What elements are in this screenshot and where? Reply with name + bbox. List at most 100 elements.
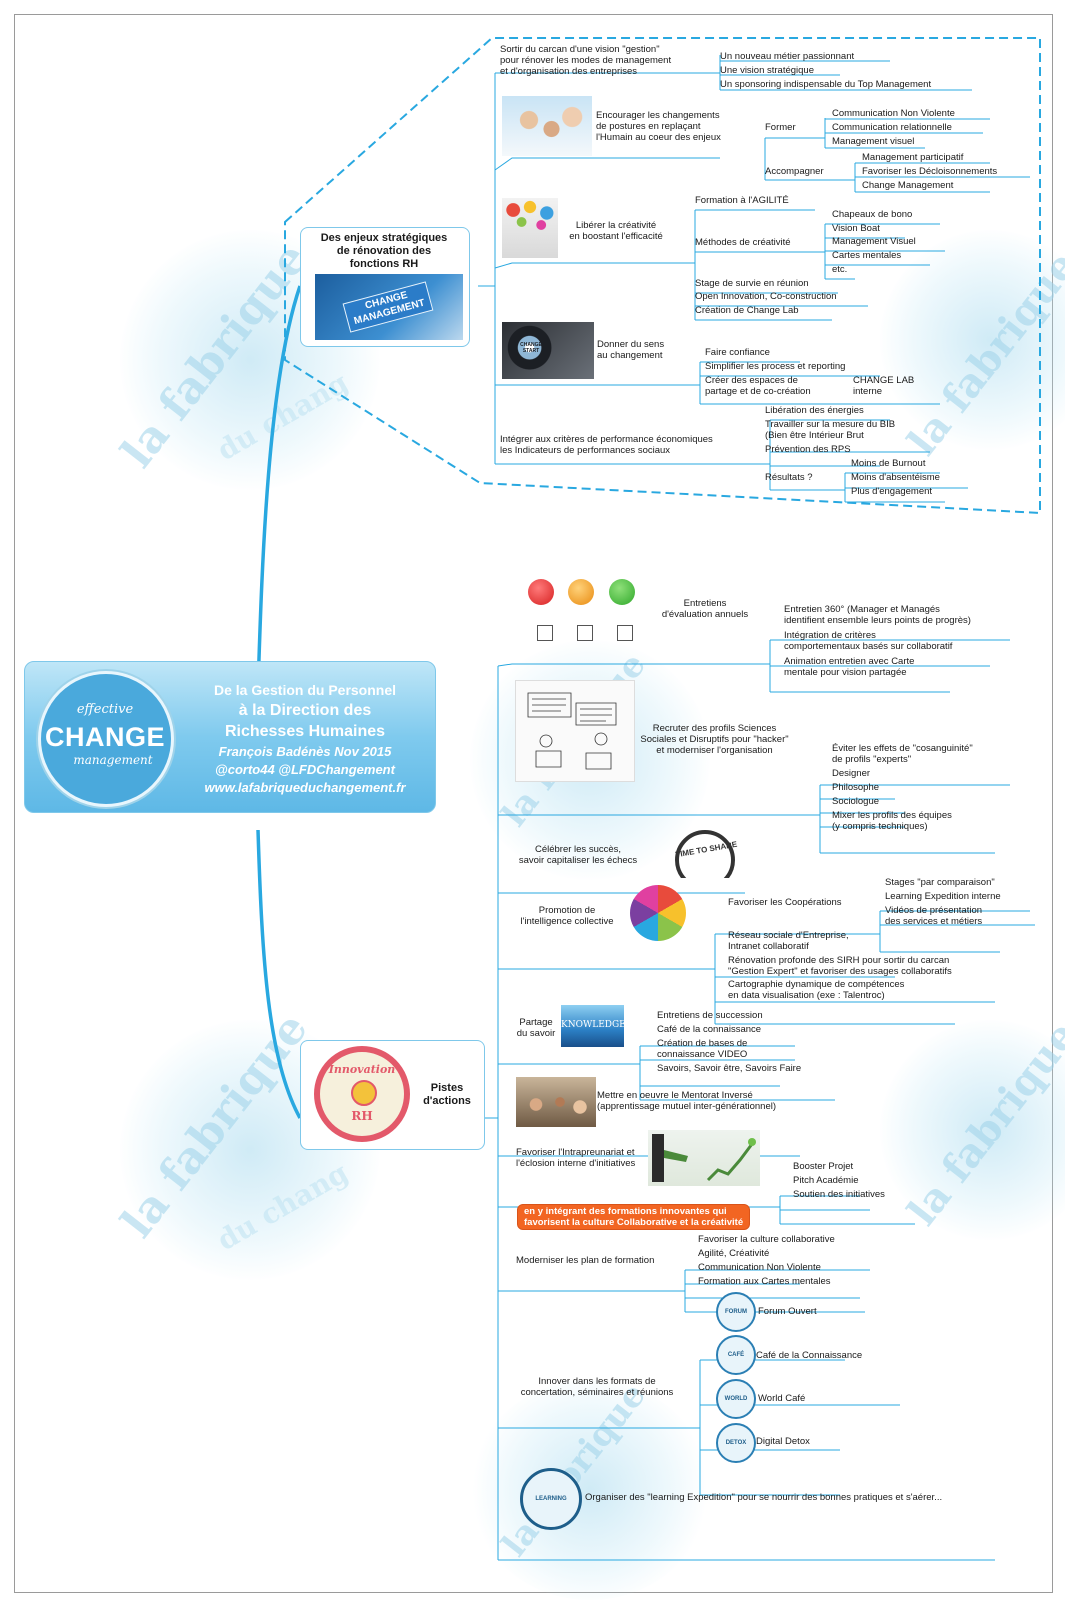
b2-promotion-rest3[interactable]: Cartographie dynamique de compétences en… bbox=[728, 979, 905, 1001]
b1-topic5-label[interactable]: Intégrer aux critères de performance éco… bbox=[500, 434, 713, 456]
b1-methode-child5[interactable]: etc. bbox=[832, 264, 848, 275]
b2-recruter-child2[interactable]: Designer bbox=[832, 768, 871, 779]
b1-methode-child3[interactable]: Management Visuel bbox=[832, 236, 916, 247]
b1-topic1-label[interactable]: Sortir du carcan d'une vision "gestion" … bbox=[500, 44, 672, 77]
logo-text-top: effective bbox=[76, 702, 134, 717]
b2-entretiens-child3[interactable]: Animation entretien avec Carte mentale p… bbox=[784, 656, 915, 678]
central-line3: Richesses Humaines bbox=[224, 723, 386, 740]
b2-promotion-rest2[interactable]: Rénovation profonde des SIRH pour sortir… bbox=[728, 955, 952, 977]
b2-moderniser-child2[interactable]: Agilité, Créativité bbox=[698, 1248, 770, 1259]
b2-recruter-child1[interactable]: Éviter les effets de "cosanguinité" de p… bbox=[832, 743, 973, 765]
b1-former-child2[interactable]: Communication relationnelle bbox=[832, 122, 952, 133]
b1-methode-child2[interactable]: Vision Boat bbox=[832, 223, 880, 234]
callout-formations[interactable]: en y intégrant des formations innovantes… bbox=[517, 1204, 751, 1230]
b1-accomp-child3[interactable]: Change Management bbox=[862, 180, 954, 191]
b1-former-child1[interactable]: Communication Non Violente bbox=[832, 108, 955, 119]
b2-partage-child2[interactable]: Café de la connaissance bbox=[657, 1024, 762, 1035]
checkbox-sad[interactable] bbox=[537, 625, 553, 641]
b2-celebrer-label[interactable]: Célébrer les succès, savoir capitaliser … bbox=[518, 844, 638, 866]
b1-accomp-child1[interactable]: Management participatif bbox=[862, 152, 964, 163]
change-management-image: CHANGE MANAGEMENT bbox=[315, 274, 463, 340]
sad-face-icon bbox=[528, 579, 554, 605]
b1-result-child3[interactable]: Plus d'engagement bbox=[851, 486, 933, 497]
balloons-image bbox=[502, 198, 558, 258]
watering-plants-image bbox=[648, 1130, 760, 1186]
b1-sens-child2[interactable]: Simplifier les process et reporting bbox=[705, 361, 846, 372]
b2-intra-child2[interactable]: Pitch Académie bbox=[793, 1175, 859, 1186]
clock-icon bbox=[675, 830, 735, 878]
b1-topic3-label[interactable]: Libérer la créativité en boostant l'effi… bbox=[569, 220, 663, 242]
digital-detox-icon: DETOX bbox=[716, 1423, 756, 1463]
b1-topic4-label[interactable]: Donner du sens au changement bbox=[597, 339, 665, 361]
b2-learning-label[interactable]: Organiser des "learning Expedition" pour… bbox=[585, 1492, 943, 1503]
b2-entretiens-child2[interactable]: Intégration de critères comportementaux … bbox=[784, 630, 953, 652]
b2-moderniser-child1[interactable]: Favoriser la culture collaborative bbox=[698, 1234, 835, 1245]
checkbox-neutral[interactable] bbox=[577, 625, 593, 641]
b2-partage-child1[interactable]: Entretiens de succession bbox=[657, 1010, 763, 1021]
b2-mentorat-label[interactable]: Mettre en oeuvre le Mentorat Inversé (ap… bbox=[597, 1090, 777, 1112]
b1-accomp-child2[interactable]: Favoriser les Décloisonnements bbox=[862, 166, 998, 177]
world-cafe-icon: WORLD CAFÉ bbox=[716, 1379, 756, 1419]
b1-topic2-label[interactable]: Encourager les changements de postures e… bbox=[596, 110, 721, 143]
people-circle-image bbox=[502, 96, 592, 156]
b1-change-lab-note[interactable]: CHANGE LAB interne bbox=[853, 375, 915, 397]
b1-former-child3[interactable]: Management visuel bbox=[832, 136, 915, 147]
b2-promotion-label[interactable]: Promotion de l'intelligence collective bbox=[520, 905, 614, 927]
b1-methodes[interactable]: Méthodes de créativité bbox=[695, 237, 791, 248]
b2-intra-child3[interactable]: Soutien des initiatives bbox=[793, 1189, 885, 1200]
cartoon-image bbox=[515, 680, 635, 782]
b2-partage-child3[interactable]: Création de bases de connaissance VIDEO bbox=[657, 1038, 748, 1060]
b1-topic1-child2[interactable]: Une vision stratégique bbox=[720, 65, 814, 76]
b2-innover-child4[interactable]: Digital Detox bbox=[756, 1436, 810, 1447]
b2-entretiens-child1[interactable]: Entretien 360° (Manager et Managés ident… bbox=[784, 604, 971, 626]
b1-sens-child3[interactable]: Créer des espaces de partage et de co-cr… bbox=[705, 375, 811, 397]
branch-line-enjeux bbox=[256, 285, 302, 691]
b1-perf-child1[interactable]: Libération des énergies bbox=[765, 405, 864, 416]
b2-innover-label[interactable]: Innover dans les formats de concertation… bbox=[520, 1376, 674, 1398]
b2-entretiens-label[interactable]: Entretiens d'évaluation annuels bbox=[661, 598, 749, 620]
checkbox-happy[interactable] bbox=[617, 625, 633, 641]
b2-cooperations[interactable]: Favoriser les Coopérations bbox=[728, 897, 842, 908]
b1-former[interactable]: Former bbox=[765, 122, 796, 133]
b2-innover-child2[interactable]: Café de la Connaissance bbox=[756, 1350, 863, 1361]
b1-topic1-child1[interactable]: Un nouveau métier passionnant bbox=[720, 51, 855, 62]
b2-recruter-child5[interactable]: Mixer les profils des équipes (y compris… bbox=[832, 810, 952, 832]
b1-resultats[interactable]: Résultats ? bbox=[765, 472, 813, 483]
b1-accompagner[interactable]: Accompagner bbox=[765, 166, 824, 177]
b2-moderniser-label[interactable]: Moderniser les plan de formation bbox=[516, 1255, 655, 1266]
b2-coop-child3[interactable]: Vidéos de présentation des services et m… bbox=[885, 905, 983, 927]
b2-recruter-label[interactable]: Recruter des profils Sciences Sociales e… bbox=[640, 723, 789, 756]
b1-result-child2[interactable]: Moins d'absentéisme bbox=[851, 472, 940, 483]
b2-innover-child3[interactable]: World Café bbox=[758, 1393, 806, 1404]
b1-topic1-child3[interactable]: Un sponsoring indispensable du Top Manag… bbox=[720, 79, 932, 90]
neutral-face-icon bbox=[568, 579, 594, 605]
b1-rest3[interactable]: Création de Change Lab bbox=[695, 305, 799, 316]
b1-rest2[interactable]: Open Innovation, Co-construction bbox=[695, 291, 837, 302]
b2-recruter-child4[interactable]: Sociologue bbox=[832, 796, 880, 807]
b1-perf-child2[interactable]: Travailler sur la mesure du BIB (Bien êt… bbox=[765, 419, 896, 441]
b2-moderniser-child3[interactable]: Communication Non Violente bbox=[698, 1262, 821, 1273]
central-logo bbox=[38, 671, 174, 807]
b1-sens-child1[interactable]: Faire confiance bbox=[705, 347, 770, 358]
knowledge-text: KNOWLEDGE bbox=[561, 1020, 624, 1030]
b1-methode-child1[interactable]: Chapeaux de bono bbox=[832, 209, 913, 220]
b2-coop-child2[interactable]: Learning Expedition interne bbox=[885, 891, 1001, 902]
learning-expedition-icon: LEARNING EXPEDITION bbox=[520, 1468, 582, 1530]
b1-rest1[interactable]: Stage de survie en réunion bbox=[695, 278, 809, 289]
b1-agilite[interactable]: Formation à l'AGILITÉ bbox=[695, 195, 789, 206]
b1-result-child1[interactable]: Moins de Burnout bbox=[851, 458, 926, 469]
b2-recruter-child3[interactable]: Philosophe bbox=[832, 782, 880, 793]
b2-coop-child1[interactable]: Stages "par comparaison" bbox=[885, 877, 995, 888]
b2-innover-child1[interactable]: Forum Ouvert bbox=[758, 1306, 817, 1317]
b1-perf-child3[interactable]: Prévention des RPS bbox=[765, 444, 851, 455]
change-start-text: CHANGE START bbox=[520, 342, 542, 354]
b2-partage-label[interactable]: Partage du savoir bbox=[516, 1017, 556, 1039]
time-to-share-image: TIME TO SHARE bbox=[655, 830, 747, 878]
b2-moderniser-child4[interactable]: Formation aux Cartes mentales bbox=[698, 1276, 831, 1287]
central-handles: @corto44 @LFDChangement bbox=[215, 762, 395, 777]
b2-intra-child1[interactable]: Booster Projet bbox=[793, 1161, 854, 1172]
b2-partage-child4[interactable]: Savoirs, Savoir être, Savoirs Faire bbox=[657, 1063, 802, 1074]
b2-intra-label[interactable]: Favoriser l'Intrapreunariat et l'éclosio… bbox=[516, 1147, 636, 1169]
b1-methode-child4[interactable]: Cartes mentales bbox=[832, 250, 902, 261]
b2-promotion-rest1[interactable]: Réseau sociale d'Entreprise, Intranet co… bbox=[728, 930, 849, 952]
